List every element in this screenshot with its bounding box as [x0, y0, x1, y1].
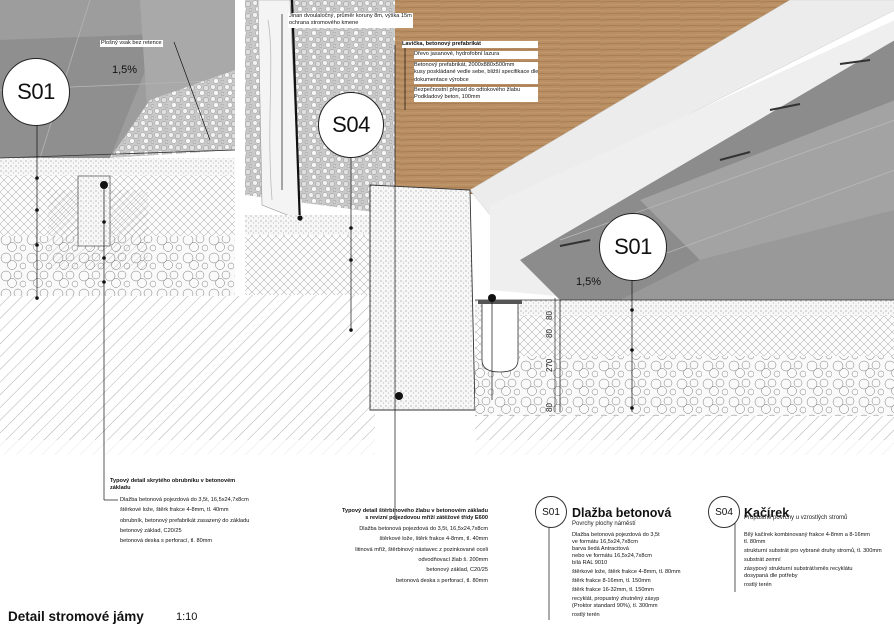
legend-s01-tag: S01 — [535, 496, 567, 528]
slope-left: 1,5% — [112, 64, 138, 76]
legend-s04-layers: Bílý kačírek kombinovaný frakce 4-8mm a … — [744, 532, 882, 588]
legend-s04-subtitle: Propustné povrchy u vzrostlých stromů — [744, 515, 848, 521]
label-gutter-detail: Typový detail štěrbinového žlabu v beton… — [342, 508, 488, 584]
tag-s01-right: S01 — [599, 213, 667, 281]
dimension-270: 270 — [545, 358, 554, 372]
tag-s04: S04 — [318, 92, 384, 158]
label-permeable: Plošný vsak bez retence — [100, 40, 163, 48]
dimension-80-second: 80 — [545, 329, 554, 338]
label-bench: Lavička, betonový prefabrikát Dřevo jasa… — [402, 41, 539, 102]
slope-right: 1,5% — [576, 276, 602, 288]
drawing-scale: 1:10 — [176, 611, 198, 623]
dimension-80-bottom: 80 — [545, 403, 554, 412]
label-curb-detail: Typový detail skrytého obrubníku v beton… — [110, 478, 250, 545]
dimension-80-top: 80 — [545, 311, 554, 320]
legend-s01-title: Dlažba betonová — [572, 506, 672, 520]
legend-s04-tag: S04 — [708, 496, 740, 528]
tag-s01-left: S01 — [2, 58, 70, 126]
legend-s04-title: Kačírek — [744, 506, 790, 520]
drawing-title: Detail stromové jámy — [8, 609, 144, 624]
legend-s01-layers: Dlažba betonová pojezdová do 3,5t ve for… — [572, 532, 681, 618]
legend-s01-subtitle: Povrchy plochy náměstí — [572, 521, 636, 527]
label-tree: Jinan dvoulaločný, průměr koruny 8m, výš… — [288, 13, 413, 28]
